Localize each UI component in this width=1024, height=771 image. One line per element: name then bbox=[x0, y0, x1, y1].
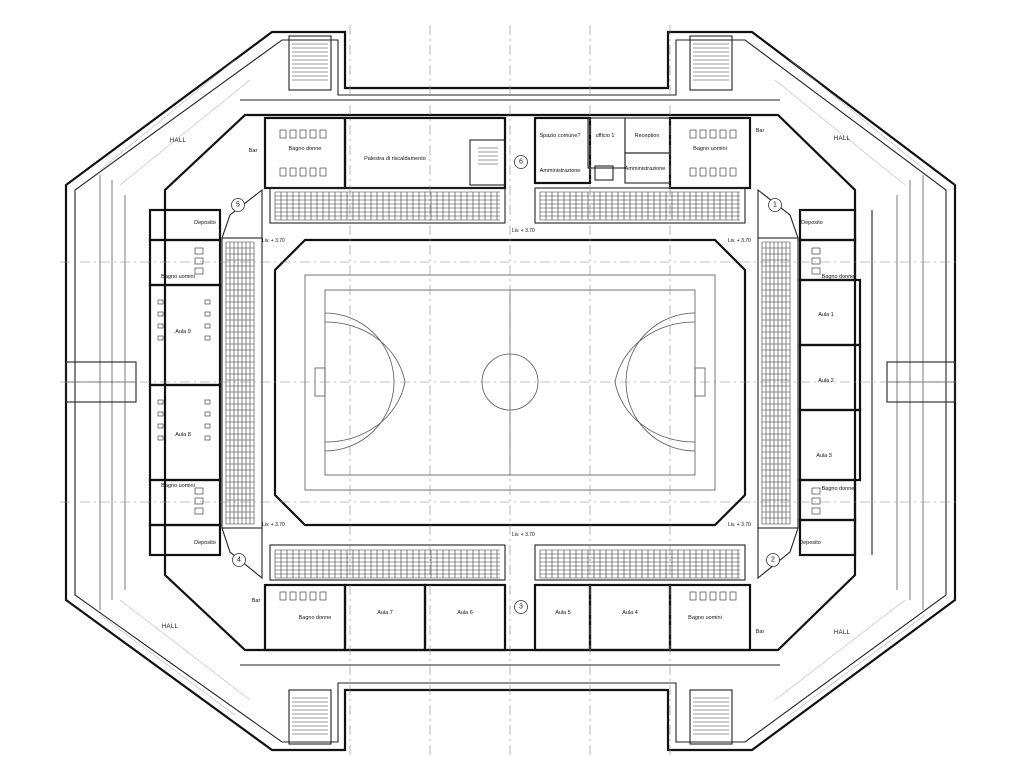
hall-label-sw: HALL bbox=[162, 624, 179, 630]
arena-floor bbox=[273, 238, 747, 527]
room-aula5: Aula 5 bbox=[555, 610, 571, 616]
level-label-sw: Liv. + 3.70 bbox=[262, 522, 285, 528]
room-bagno-uomini-w: Bagno uomini bbox=[161, 274, 195, 280]
svg-text:4: 4 bbox=[237, 557, 241, 564]
hall-label-se: HALL bbox=[834, 630, 851, 636]
level-label-s: Liv. + 3.70 bbox=[512, 532, 535, 538]
svg-text:5: 5 bbox=[236, 202, 240, 209]
room-deposito-ne: Deposito bbox=[801, 220, 823, 226]
stair-tower-ne bbox=[689, 35, 733, 91]
sector-marker-1: 1 bbox=[768, 198, 782, 212]
level-label-se: Liv. + 3.70 bbox=[728, 522, 751, 528]
stand-east bbox=[757, 237, 799, 529]
service-ring bbox=[149, 99, 873, 666]
svg-text:1: 1 bbox=[773, 202, 777, 209]
hall-label-ne: HALL bbox=[834, 136, 851, 142]
room-aula6: Aula 6 bbox=[457, 610, 473, 616]
stand-west bbox=[221, 237, 263, 529]
hall-labels: HALL HALL HALL HALL bbox=[162, 136, 851, 636]
level-label-nw: Liv. + 3.70 bbox=[262, 238, 285, 244]
room-bagno-uomini-se: Bagno uomini bbox=[688, 615, 722, 621]
svg-text:2: 2 bbox=[771, 557, 775, 564]
room-amministrazione-1: Amministrazione bbox=[540, 168, 581, 174]
room-bar-nw: Bar bbox=[249, 148, 258, 154]
room-deposito-sw: Deposito bbox=[194, 540, 216, 546]
sector-markers: 1 2 3 4 5 6 bbox=[231, 155, 782, 614]
east-rooms bbox=[798, 208, 862, 557]
outer-envelope bbox=[64, 30, 957, 752]
north-rooms bbox=[263, 116, 752, 190]
west-rooms bbox=[148, 208, 222, 557]
room-aula1: Aula 1 bbox=[818, 312, 834, 318]
room-deposito-nw: Deposito bbox=[194, 220, 216, 226]
room-aula4: Aula 4 bbox=[622, 610, 638, 616]
stand-north-east bbox=[534, 187, 746, 224]
sector-marker-4: 4 bbox=[232, 553, 246, 567]
room-bar-sw: Bar bbox=[252, 598, 261, 604]
stand-south-west bbox=[269, 544, 506, 581]
room-spazio-comune: Spazio comune? bbox=[540, 133, 581, 139]
sector-marker-3: 3 bbox=[514, 600, 528, 614]
stand-south-east bbox=[534, 544, 746, 581]
room-deposito-se: Deposito bbox=[799, 540, 821, 546]
svg-text:6: 6 bbox=[519, 159, 523, 166]
room-labels: Bagno donne Palestra di riscaldamento Sp… bbox=[161, 128, 854, 635]
hall-label-nw: HALL bbox=[170, 138, 187, 144]
stair-tower-nw bbox=[288, 35, 332, 91]
sector-marker-6: 6 bbox=[514, 155, 528, 169]
room-bagno-donne-e: Bagno donne bbox=[822, 274, 855, 280]
svg-text:3: 3 bbox=[519, 604, 523, 611]
level-labels: Liv. + 3.70 Liv. + 3.70 Liv. + 3.70 Liv.… bbox=[262, 228, 751, 538]
room-bagno-donne-se: Bagno donne bbox=[822, 486, 855, 492]
level-label-ne: Liv. + 3.70 bbox=[728, 238, 751, 244]
room-palestra: Palestra di riscaldamento bbox=[364, 156, 426, 162]
room-aula3: Aula 3 bbox=[816, 453, 832, 459]
room-bagno-uomini-ne: Bagno uomini bbox=[693, 146, 727, 152]
room-bar-ne: Bar bbox=[756, 128, 765, 134]
room-bagno-donne-nw: Bagno donne bbox=[289, 146, 322, 152]
stair-tower-sw bbox=[288, 689, 332, 745]
room-bagno-donne-sw: Bagno donne bbox=[299, 615, 332, 621]
room-bar-se: Bar bbox=[756, 629, 765, 635]
room-bagno-uomini-sw: Bagno uomini bbox=[161, 483, 195, 489]
room-aula9: Aula 9 bbox=[175, 329, 191, 335]
sector-marker-5: 5 bbox=[231, 198, 245, 212]
stair-tower-se bbox=[689, 689, 733, 745]
room-amministrazione-2: Amministrazione bbox=[625, 166, 666, 172]
level-label-n: Liv. + 3.70 bbox=[512, 228, 535, 234]
structural-axes bbox=[60, 25, 960, 755]
room-ufficio: ufficio 1 bbox=[596, 133, 615, 139]
room-reception: Reception bbox=[635, 133, 660, 139]
south-rooms bbox=[263, 583, 752, 652]
room-aula2: Aula 2 bbox=[818, 378, 834, 384]
stand-north-west bbox=[269, 187, 506, 224]
sector-marker-2: 2 bbox=[766, 553, 780, 567]
room-aula8: Aula 8 bbox=[175, 432, 191, 438]
room-aula7: Aula 7 bbox=[377, 610, 393, 616]
